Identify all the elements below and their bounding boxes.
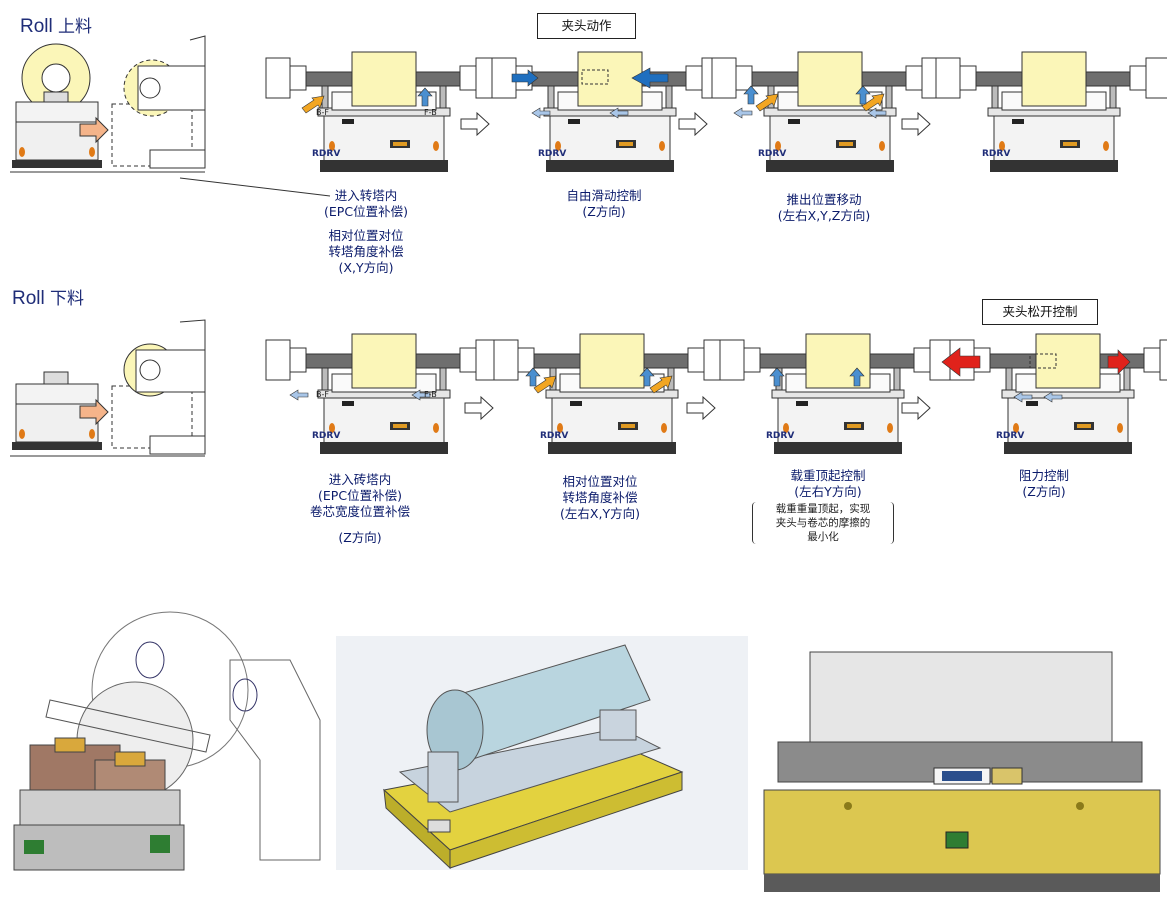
unload-title-en: Roll xyxy=(12,288,45,309)
load-title-cn: 上料 xyxy=(58,17,93,37)
machine-label-unload-3: RDRV xyxy=(766,431,795,441)
load-arrow-2 xyxy=(678,112,708,136)
load-side-view xyxy=(10,35,331,197)
unload-step3-note: 载重重量顶起，实现 夹头与卷芯的摩擦的 最小化 xyxy=(752,502,894,544)
unload-step1-machine xyxy=(265,333,501,455)
unload-arrow-1 xyxy=(464,396,494,420)
load-step2-caption: 自由滑动控制 (Z方向) xyxy=(566,188,642,219)
unload-title-cn: 下料 xyxy=(50,289,85,309)
callout-chuck-action: 夹头动作 xyxy=(537,13,636,39)
side-label-right-u: F-B xyxy=(424,390,437,399)
machine-label-load-2: RDRV xyxy=(538,149,567,159)
unload-step2-machine xyxy=(493,333,729,455)
load-step4-machine xyxy=(935,51,1167,173)
load-step1-machine xyxy=(265,51,501,173)
load-step2-machine xyxy=(491,51,727,173)
side-label-right: F-B xyxy=(424,108,437,117)
agv-front-view xyxy=(763,651,1161,892)
load-step1-caption: 进入转塔内 (EPC位置补偿) 相对位置对位 转塔角度补偿 (X,Y方向) xyxy=(324,188,408,275)
unload-step3-caption: 载重顶起控制 (左右Y方向) xyxy=(790,468,866,499)
unload-step2-caption: 相对位置对位 转塔角度补偿 (左右X,Y方向) xyxy=(560,474,640,521)
machine-label-load-1: RDRV xyxy=(312,149,341,159)
load-step3-caption: 推出位置移动 (左右X,Y,Z方向) xyxy=(777,192,871,223)
unload-step4-machine xyxy=(941,333,1167,455)
turret-3d-wireframe xyxy=(13,611,321,871)
load-arrow-1 xyxy=(460,112,490,136)
machine-label-load-3: RDRV xyxy=(758,149,787,159)
machine-label-unload-1: RDRV xyxy=(312,431,341,441)
unload-step1-caption: 进入砖塔内 (EPC位置补偿) 卷芯宽度位置补偿 (Z方向) xyxy=(309,472,410,545)
callout-chuck-release: 夹头松开控制 xyxy=(982,299,1098,325)
load-step3-machine xyxy=(711,51,947,173)
unload-side-view xyxy=(10,319,206,457)
machine-label-load-4: RDRV xyxy=(982,149,1011,159)
machine-label-unload-4: RDRV xyxy=(996,431,1025,441)
unload-arrow-3 xyxy=(901,396,931,420)
machine-label-unload-2: RDRV xyxy=(540,431,569,441)
agv-3d-render xyxy=(336,636,748,870)
unload-arrow-2 xyxy=(686,396,716,420)
load-title-en: Roll xyxy=(20,16,53,37)
side-label-left-u: B-F xyxy=(316,390,329,399)
unload-section-title: Roll 下料 xyxy=(12,284,84,310)
unload-step4-caption: 阻力控制 (Z方向) xyxy=(1018,468,1069,499)
load-arrow-3 xyxy=(901,112,931,136)
side-label-left: B-F xyxy=(316,108,329,117)
load-section-title: Roll 上料 xyxy=(20,12,92,38)
unload-step3-machine xyxy=(719,333,955,455)
